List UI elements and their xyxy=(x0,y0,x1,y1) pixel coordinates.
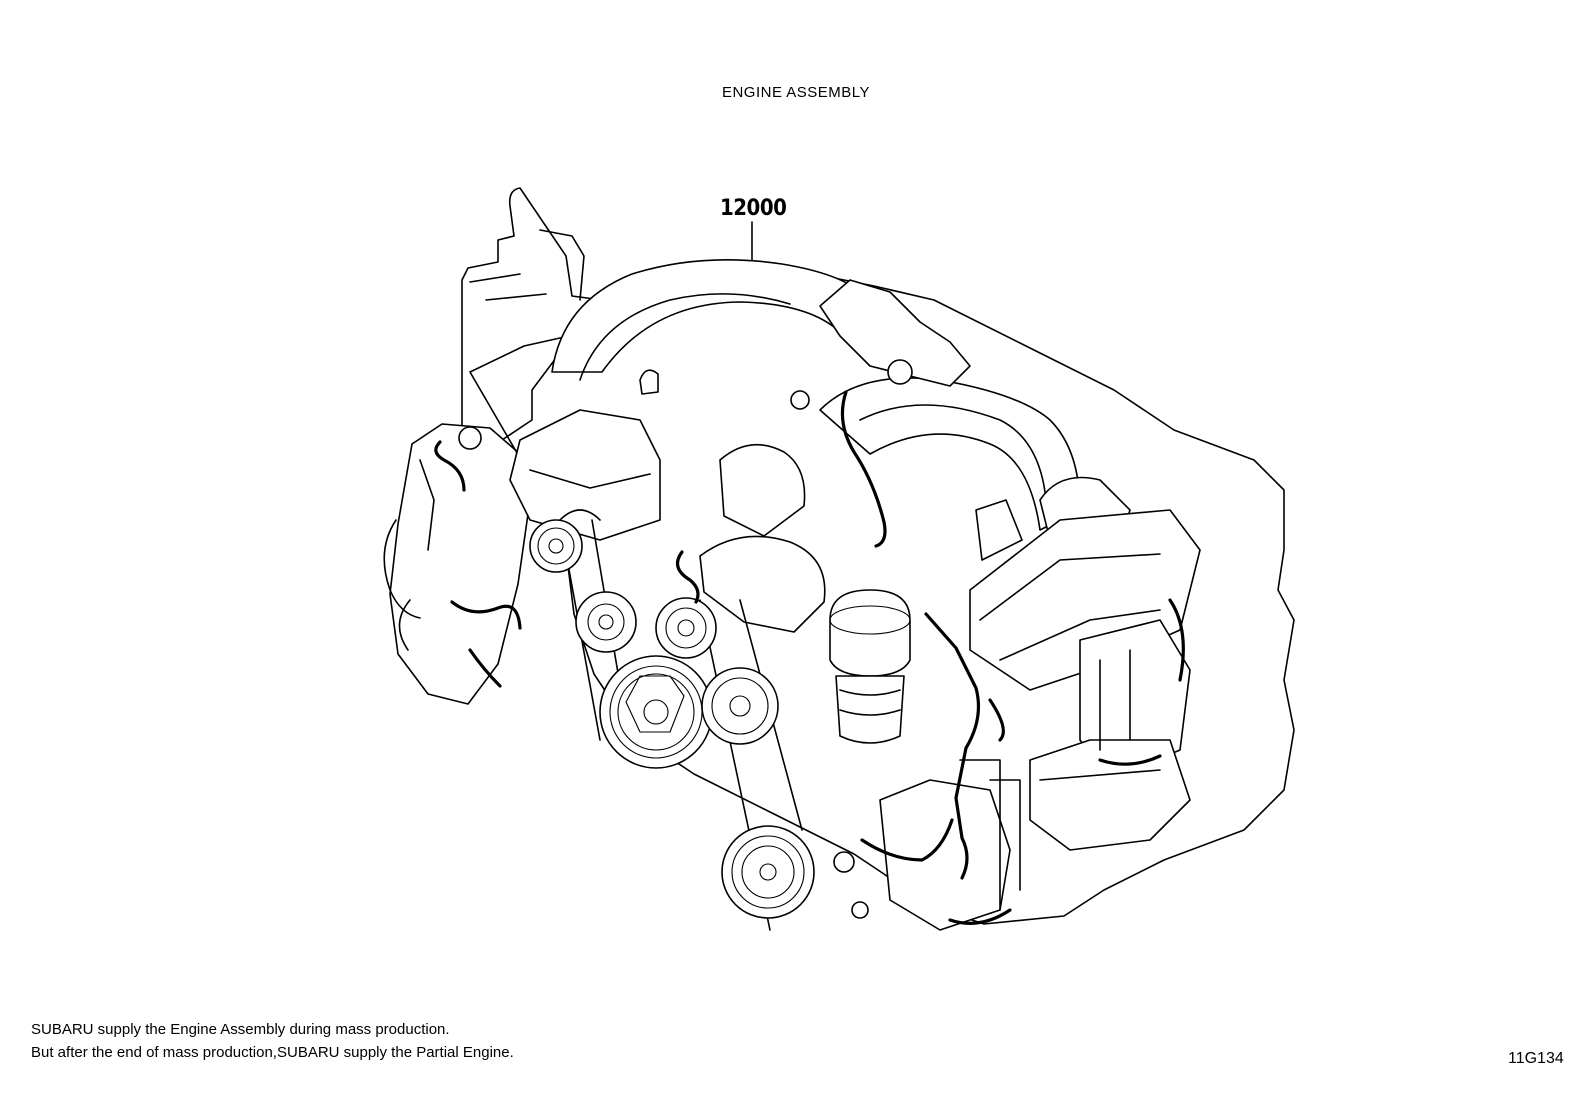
idler-pulley-middle xyxy=(655,597,717,659)
idler-pulley-upper xyxy=(529,519,583,573)
tensioner-pulley xyxy=(575,591,637,653)
right-cylinder-head xyxy=(969,509,1201,851)
figure-code: 11G134 xyxy=(1508,1050,1564,1067)
alternator-pulley xyxy=(721,825,815,919)
diagram-title: ENGINE ASSEMBLY xyxy=(721,84,871,101)
left-housing xyxy=(383,187,603,705)
part-callout-12000[interactable]: 12000 xyxy=(720,196,787,221)
supply-note-line-1: SUBARU supply the Engine Assembly during… xyxy=(31,1021,450,1038)
lower-right-block xyxy=(833,759,1021,931)
water-pump-pulley xyxy=(701,667,779,745)
wiring-harness xyxy=(675,390,1185,925)
throttle-bodies xyxy=(509,409,1023,633)
oil-filter xyxy=(829,589,911,744)
supply-note-line-2: But after the end of mass production,SUB… xyxy=(31,1044,514,1061)
crankshaft-pulley xyxy=(599,655,713,769)
